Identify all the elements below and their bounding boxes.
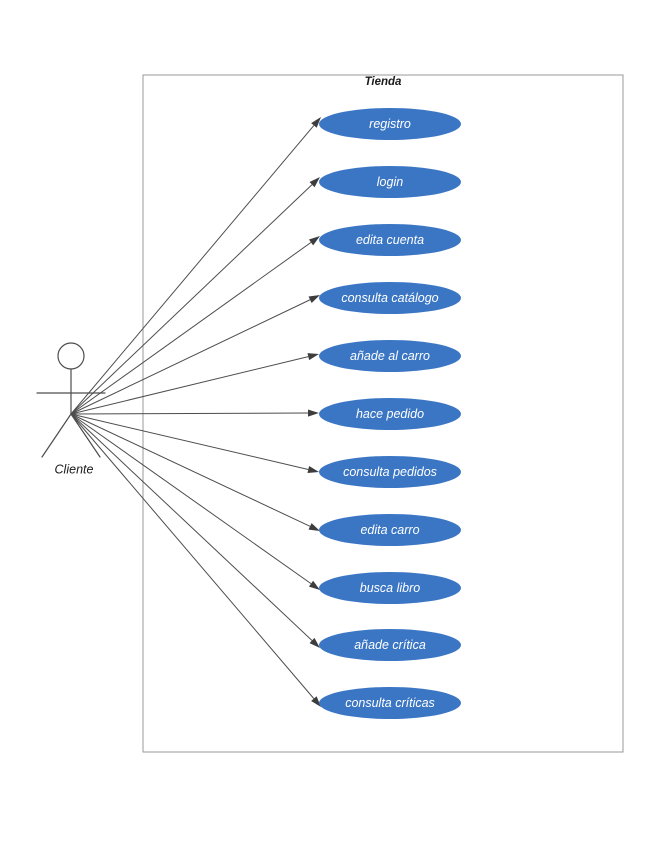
use-case-ellipse[interactable]: [319, 224, 461, 256]
association-lines-group: [70, 117, 321, 707]
use-case-label: edita cuenta: [356, 233, 424, 247]
use-case-ellipse[interactable]: [319, 687, 461, 719]
association-arrowhead-icon: [309, 637, 320, 648]
use-case-consulta-pedidos[interactable]: consulta pedidos: [319, 456, 461, 488]
use-case-consulta-criticas[interactable]: consulta críticas: [319, 687, 461, 719]
use-case-ellipse[interactable]: [319, 340, 461, 372]
association-line[interactable]: [70, 413, 311, 527]
use-case-label: busca libro: [360, 581, 420, 595]
use-case-ellipse[interactable]: [319, 629, 461, 661]
use-case-ellipse[interactable]: [319, 398, 461, 430]
actor-left-leg-line: [41, 413, 72, 458]
use-case-login[interactable]: login: [319, 166, 461, 198]
association-arrowhead-icon: [308, 580, 320, 590]
association-cliente-to-registro[interactable]: [70, 117, 321, 415]
association-cliente-to-consulta-criticas[interactable]: [70, 413, 321, 707]
association-arrowhead-icon: [309, 177, 320, 188]
association-cliente-to-consulta-catalogo[interactable]: [70, 295, 320, 415]
use-case-label: añade crítica: [354, 638, 426, 652]
association-cliente-to-anade-critica[interactable]: [70, 413, 320, 648]
association-line[interactable]: [70, 413, 313, 641]
system-title-label: Tienda: [365, 76, 402, 88]
association-arrowhead-icon: [311, 117, 321, 128]
association-arrowhead-icon: [308, 295, 320, 303]
use-case-label: hace pedido: [356, 407, 424, 421]
association-line[interactable]: [70, 413, 315, 699]
use-case-label: edita carro: [360, 523, 419, 537]
use-case-ellipse[interactable]: [319, 456, 461, 488]
association-line[interactable]: [70, 299, 311, 415]
actor-cliente[interactable]: Cliente: [36, 342, 106, 476]
use-case-label: consulta catálogo: [341, 291, 438, 305]
use-case-ellipse[interactable]: [319, 572, 461, 604]
use-case-registro[interactable]: registro: [319, 108, 461, 140]
association-cliente-to-busca-libro[interactable]: [70, 413, 320, 590]
actor-head-icon: [57, 342, 85, 370]
use-case-label: añade al carro: [350, 349, 430, 363]
association-arrowhead-icon: [308, 523, 320, 531]
association-arrowhead-icon: [307, 409, 319, 417]
use-case-ellipse[interactable]: [319, 514, 461, 546]
association-arrowhead-icon: [307, 353, 319, 361]
association-cliente-to-hace-pedido[interactable]: [70, 409, 319, 417]
use-case-label: consulta pedidos: [343, 465, 437, 479]
association-line[interactable]: [70, 241, 312, 415]
association-cliente-to-anade-al-carro[interactable]: [70, 353, 319, 415]
association-arrowhead-icon: [307, 465, 319, 474]
actor-right-leg-line: [70, 413, 101, 458]
use-case-busca-libro[interactable]: busca libro: [319, 572, 461, 604]
use-case-ellipse[interactable]: [319, 166, 461, 198]
association-line[interactable]: [70, 413, 312, 585]
association-line[interactable]: [70, 125, 315, 415]
association-cliente-to-edita-carro[interactable]: [70, 413, 320, 531]
association-cliente-to-login[interactable]: [70, 177, 320, 415]
use-case-ellipse[interactable]: [319, 282, 461, 314]
actor-label: Cliente: [55, 462, 94, 476]
use-case-consulta-catalogo[interactable]: consulta catálogo: [319, 282, 461, 314]
use-case-anade-al-carro[interactable]: añade al carro: [319, 340, 461, 372]
use-case-label: registro: [369, 117, 411, 131]
use-case-label: login: [377, 175, 403, 189]
use-case-edita-cuenta[interactable]: edita cuenta: [319, 224, 461, 256]
use-case-anade-critica[interactable]: añade crítica: [319, 629, 461, 661]
use-case-hace-pedido[interactable]: hace pedido: [319, 398, 461, 430]
association-cliente-to-consulta-pedidos[interactable]: [70, 413, 319, 474]
association-line[interactable]: [70, 412, 309, 415]
use-case-nodes-group: registro login edita cuenta consulta catálo…: [319, 108, 461, 719]
association-arrowhead-icon: [311, 696, 321, 707]
association-line[interactable]: [70, 413, 309, 470]
use-case-label: consulta críticas: [345, 696, 435, 710]
use-case-ellipse[interactable]: [319, 108, 461, 140]
use-case-edita-carro[interactable]: edita carro: [319, 514, 461, 546]
association-line[interactable]: [70, 356, 309, 415]
association-cliente-to-edita-cuenta[interactable]: [70, 236, 320, 415]
association-line[interactable]: [70, 184, 313, 415]
association-arrowhead-icon: [308, 236, 320, 246]
